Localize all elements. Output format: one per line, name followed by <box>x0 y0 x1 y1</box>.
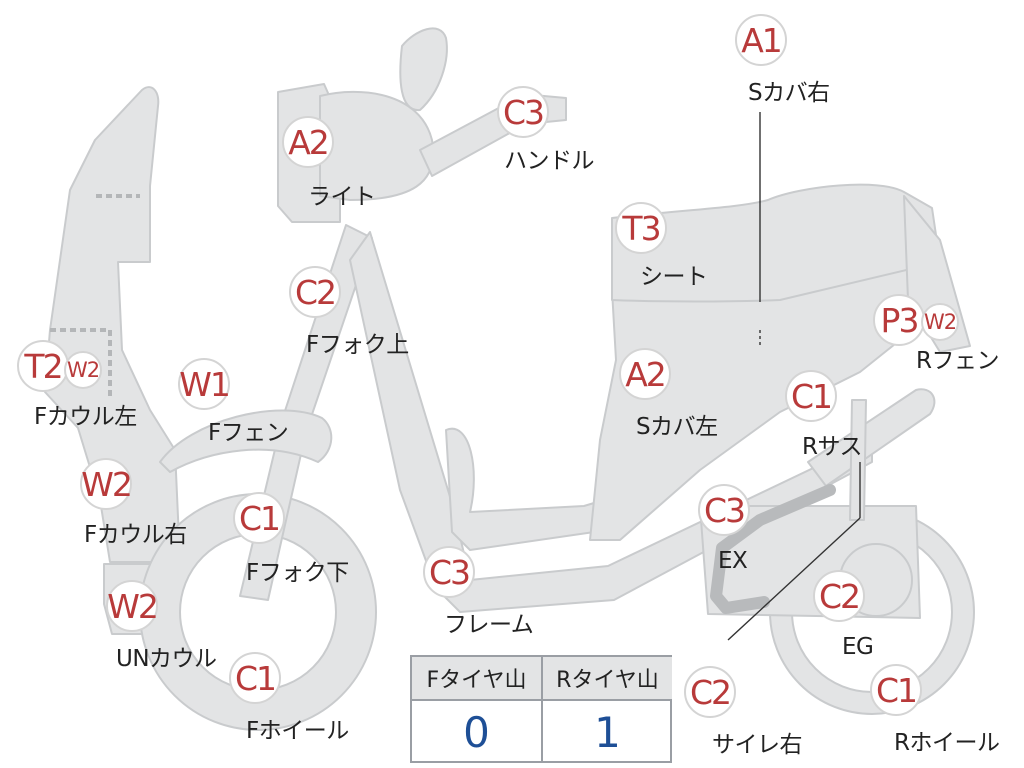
grade-badge-r-fender: P3 <box>873 294 925 346</box>
label-f-fork-lower: Fフォク下 <box>246 560 349 586</box>
grade-badge-f-cowl-right: W2 <box>80 458 133 510</box>
grade-badge-light: A2 <box>282 116 334 168</box>
label-f-cowl-right: Fカウル右 <box>84 522 187 548</box>
label-r-wheel: Rホイール <box>894 730 1000 756</box>
grade-badge-muffler-right: C2 <box>684 666 736 718</box>
grade-badge-exhaust: C3 <box>698 484 750 536</box>
label-r-fender: Rフェン <box>916 348 999 374</box>
label-muffler-right: サイレ右 <box>712 732 803 758</box>
tread-table-column-divider <box>541 657 543 761</box>
rear-shock-shape <box>807 388 936 487</box>
label-r-suspension: Rサス <box>802 434 863 460</box>
head-body-shape <box>319 90 435 201</box>
front-tread-header: Fタイヤ山 <box>412 657 541 699</box>
sub-grade-badge-f-cowl-left: W2 <box>64 351 102 389</box>
grade-badge-f-fender: W1 <box>178 358 231 410</box>
label-s-cover-left: Sカバ左 <box>636 414 718 440</box>
grade-badge-r-wheel: C1 <box>870 664 922 716</box>
grade-badge-seat: T3 <box>615 202 667 254</box>
label-frame: フレーム <box>444 612 534 638</box>
front-tread-value: 0 <box>463 707 490 757</box>
front-cowl-shape <box>44 86 181 563</box>
label-f-cowl-left: Fカウル左 <box>34 404 137 430</box>
label-f-wheel: Fホイール <box>246 718 349 744</box>
label-exhaust: EX <box>718 548 748 574</box>
grade-badge-s-cover-right: A1 <box>735 14 787 66</box>
label-engine: EG <box>842 634 874 660</box>
rear-tread-value: 1 <box>594 707 621 757</box>
front-fender-shape <box>159 409 333 473</box>
exhaust-pipe-shape <box>710 484 836 614</box>
grade-badge-s-cover-left: A2 <box>619 348 671 400</box>
label-seat: シート <box>640 264 708 290</box>
windscreen-shape <box>399 27 448 112</box>
muffler-right-leader <box>727 517 861 641</box>
rear-tread-header: Rタイヤ山 <box>543 657 672 699</box>
label-s-cover-right: Sカバ右 <box>748 80 830 106</box>
label-f-fender: Fフェン <box>208 420 289 446</box>
grade-badge-f-fork-lower: C1 <box>233 492 285 544</box>
grade-badge-frame: C3 <box>423 546 475 598</box>
label-handle: ハンドル <box>504 148 595 174</box>
grade-badge-f-fork-upper: C2 <box>289 266 341 318</box>
grade-badge-under-cowl: W2 <box>106 580 159 632</box>
step-floor-shape <box>445 427 609 551</box>
rear-shock-rod-shape <box>849 399 867 521</box>
grade-badge-handle: C3 <box>497 86 549 138</box>
grade-badge-engine: C2 <box>813 570 865 622</box>
tire-tread-table: Fタイヤ山 Rタイヤ山 0 1 <box>410 655 672 763</box>
label-light: ライト <box>308 184 376 210</box>
label-under-cowl: UNカウル <box>116 646 217 672</box>
grade-badge-f-cowl-left: T2 <box>17 340 69 392</box>
grade-badge-f-wheel: C1 <box>229 652 281 704</box>
sub-grade-badge-r-fender: W2 <box>921 303 959 341</box>
label-f-fork-upper: Fフォク上 <box>306 332 409 358</box>
seat-shape <box>611 183 941 303</box>
grade-badge-r-suspension: C1 <box>785 370 837 422</box>
